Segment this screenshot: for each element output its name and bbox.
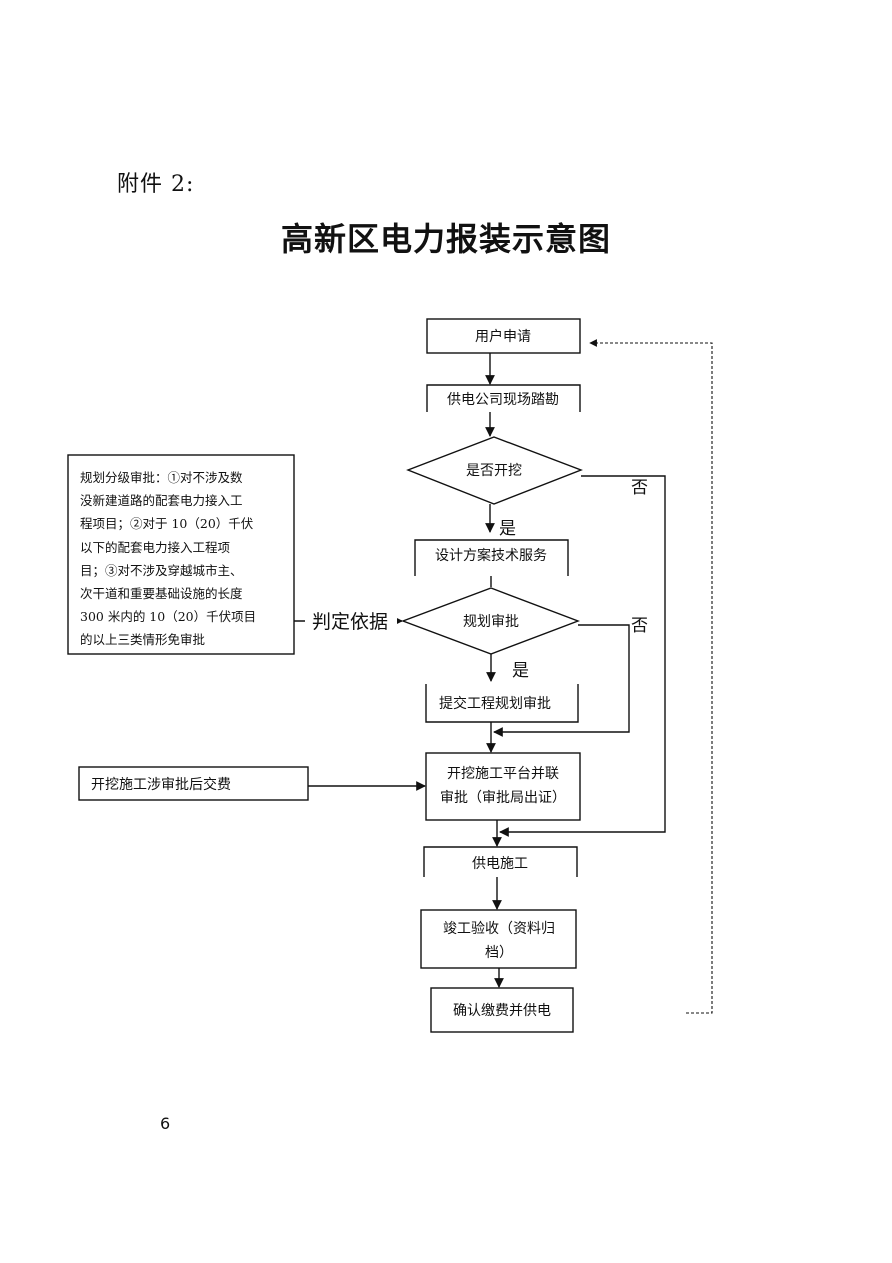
note-line: 目；③对不涉及穿越城市主、 <box>80 563 243 578</box>
svg-text:供电施工: 供电施工 <box>472 856 528 872</box>
attachment-label: 附件 2: <box>117 172 195 197</box>
note-line: 规划分级审批：①对不涉及数 <box>80 470 243 485</box>
node-parallel-approval: 开挖施工平台并联 审批（审批局出证） <box>425 752 581 821</box>
decision-planning-approval: 规划审批 <box>401 587 580 655</box>
svg-text:是否开挖: 是否开挖 <box>466 463 522 479</box>
basis-label: 判定依据 <box>312 611 388 633</box>
edge-excavate-no <box>499 475 666 837</box>
node-design-service: 设计方案技术服务 <box>414 539 569 576</box>
svg-text:用户申请: 用户申请 <box>475 328 531 345</box>
label-planning-no: 否 <box>631 616 648 636</box>
node-submit-planning: 提交工程规划审批 <box>425 684 579 723</box>
document-title: 高新区电力报装示意图 <box>280 220 611 258</box>
node-user-application: 用户申请 <box>426 318 581 354</box>
note-line: 的以上三类情形免审批 <box>80 632 205 647</box>
no-branch-connectors <box>493 475 666 837</box>
svg-text:设计方案技术服务: 设计方案技术服务 <box>435 547 547 564</box>
svg-text:提交工程规划审批: 提交工程规划审批 <box>439 695 551 712</box>
note-line: 次干道和重要基础设施的长度 <box>80 586 243 601</box>
main-flow-connectors <box>485 353 504 988</box>
node-power-construction: 供电施工 <box>423 846 578 877</box>
svg-text:确认缴费并供电: 确认缴费并供电 <box>453 1003 551 1019</box>
svg-text:开挖施工涉审批后交费: 开挖施工涉审批后交费 <box>91 776 231 793</box>
note-line: 300 米内的 10（20）千伏项目 <box>80 609 256 624</box>
note-line: 程项目；②对于 10（20）千伏 <box>80 516 254 531</box>
node-site-survey: 供电公司现场踏勘 <box>426 384 581 412</box>
note-line: 以下的配套电力接入工程项 <box>80 540 230 555</box>
page-number: 6 <box>160 1114 171 1133</box>
note-planning-exemption: 规划分级审批：①对不涉及数 没新建道路的配套电力接入工 程项目；②对于 10（2… <box>67 454 295 655</box>
basis-label-backdrop <box>305 608 397 632</box>
svg-text:档）: 档） <box>485 945 513 961</box>
svg-text:审批（审批局出证）: 审批（审批局出证） <box>440 790 566 806</box>
edge-feedback-loop <box>589 339 713 1014</box>
svg-text:规划审批: 规划审批 <box>463 614 519 630</box>
svg-text:开挖施工平台并联: 开挖施工平台并联 <box>447 766 559 782</box>
node-completion-acceptance: 竣工验收（资料归 档） <box>420 909 577 969</box>
note-line: 没新建道路的配套电力接入工 <box>80 493 243 508</box>
edge-planning-no <box>493 624 630 737</box>
svg-text:竣工验收（资料归: 竣工验收（资料归 <box>443 920 555 937</box>
label-excavate-yes: 是 <box>499 519 516 539</box>
decision-excavation: 是否开挖 <box>406 436 583 505</box>
node-confirm-payment: 确认缴费并供电 <box>430 987 574 1033</box>
svg-text:供电公司现场踏勘: 供电公司现场踏勘 <box>447 392 559 408</box>
label-planning-yes: 是 <box>512 661 529 681</box>
label-excavate-no: 否 <box>631 478 648 498</box>
note-excavation-fee: 开挖施工涉审批后交费 <box>78 766 309 801</box>
